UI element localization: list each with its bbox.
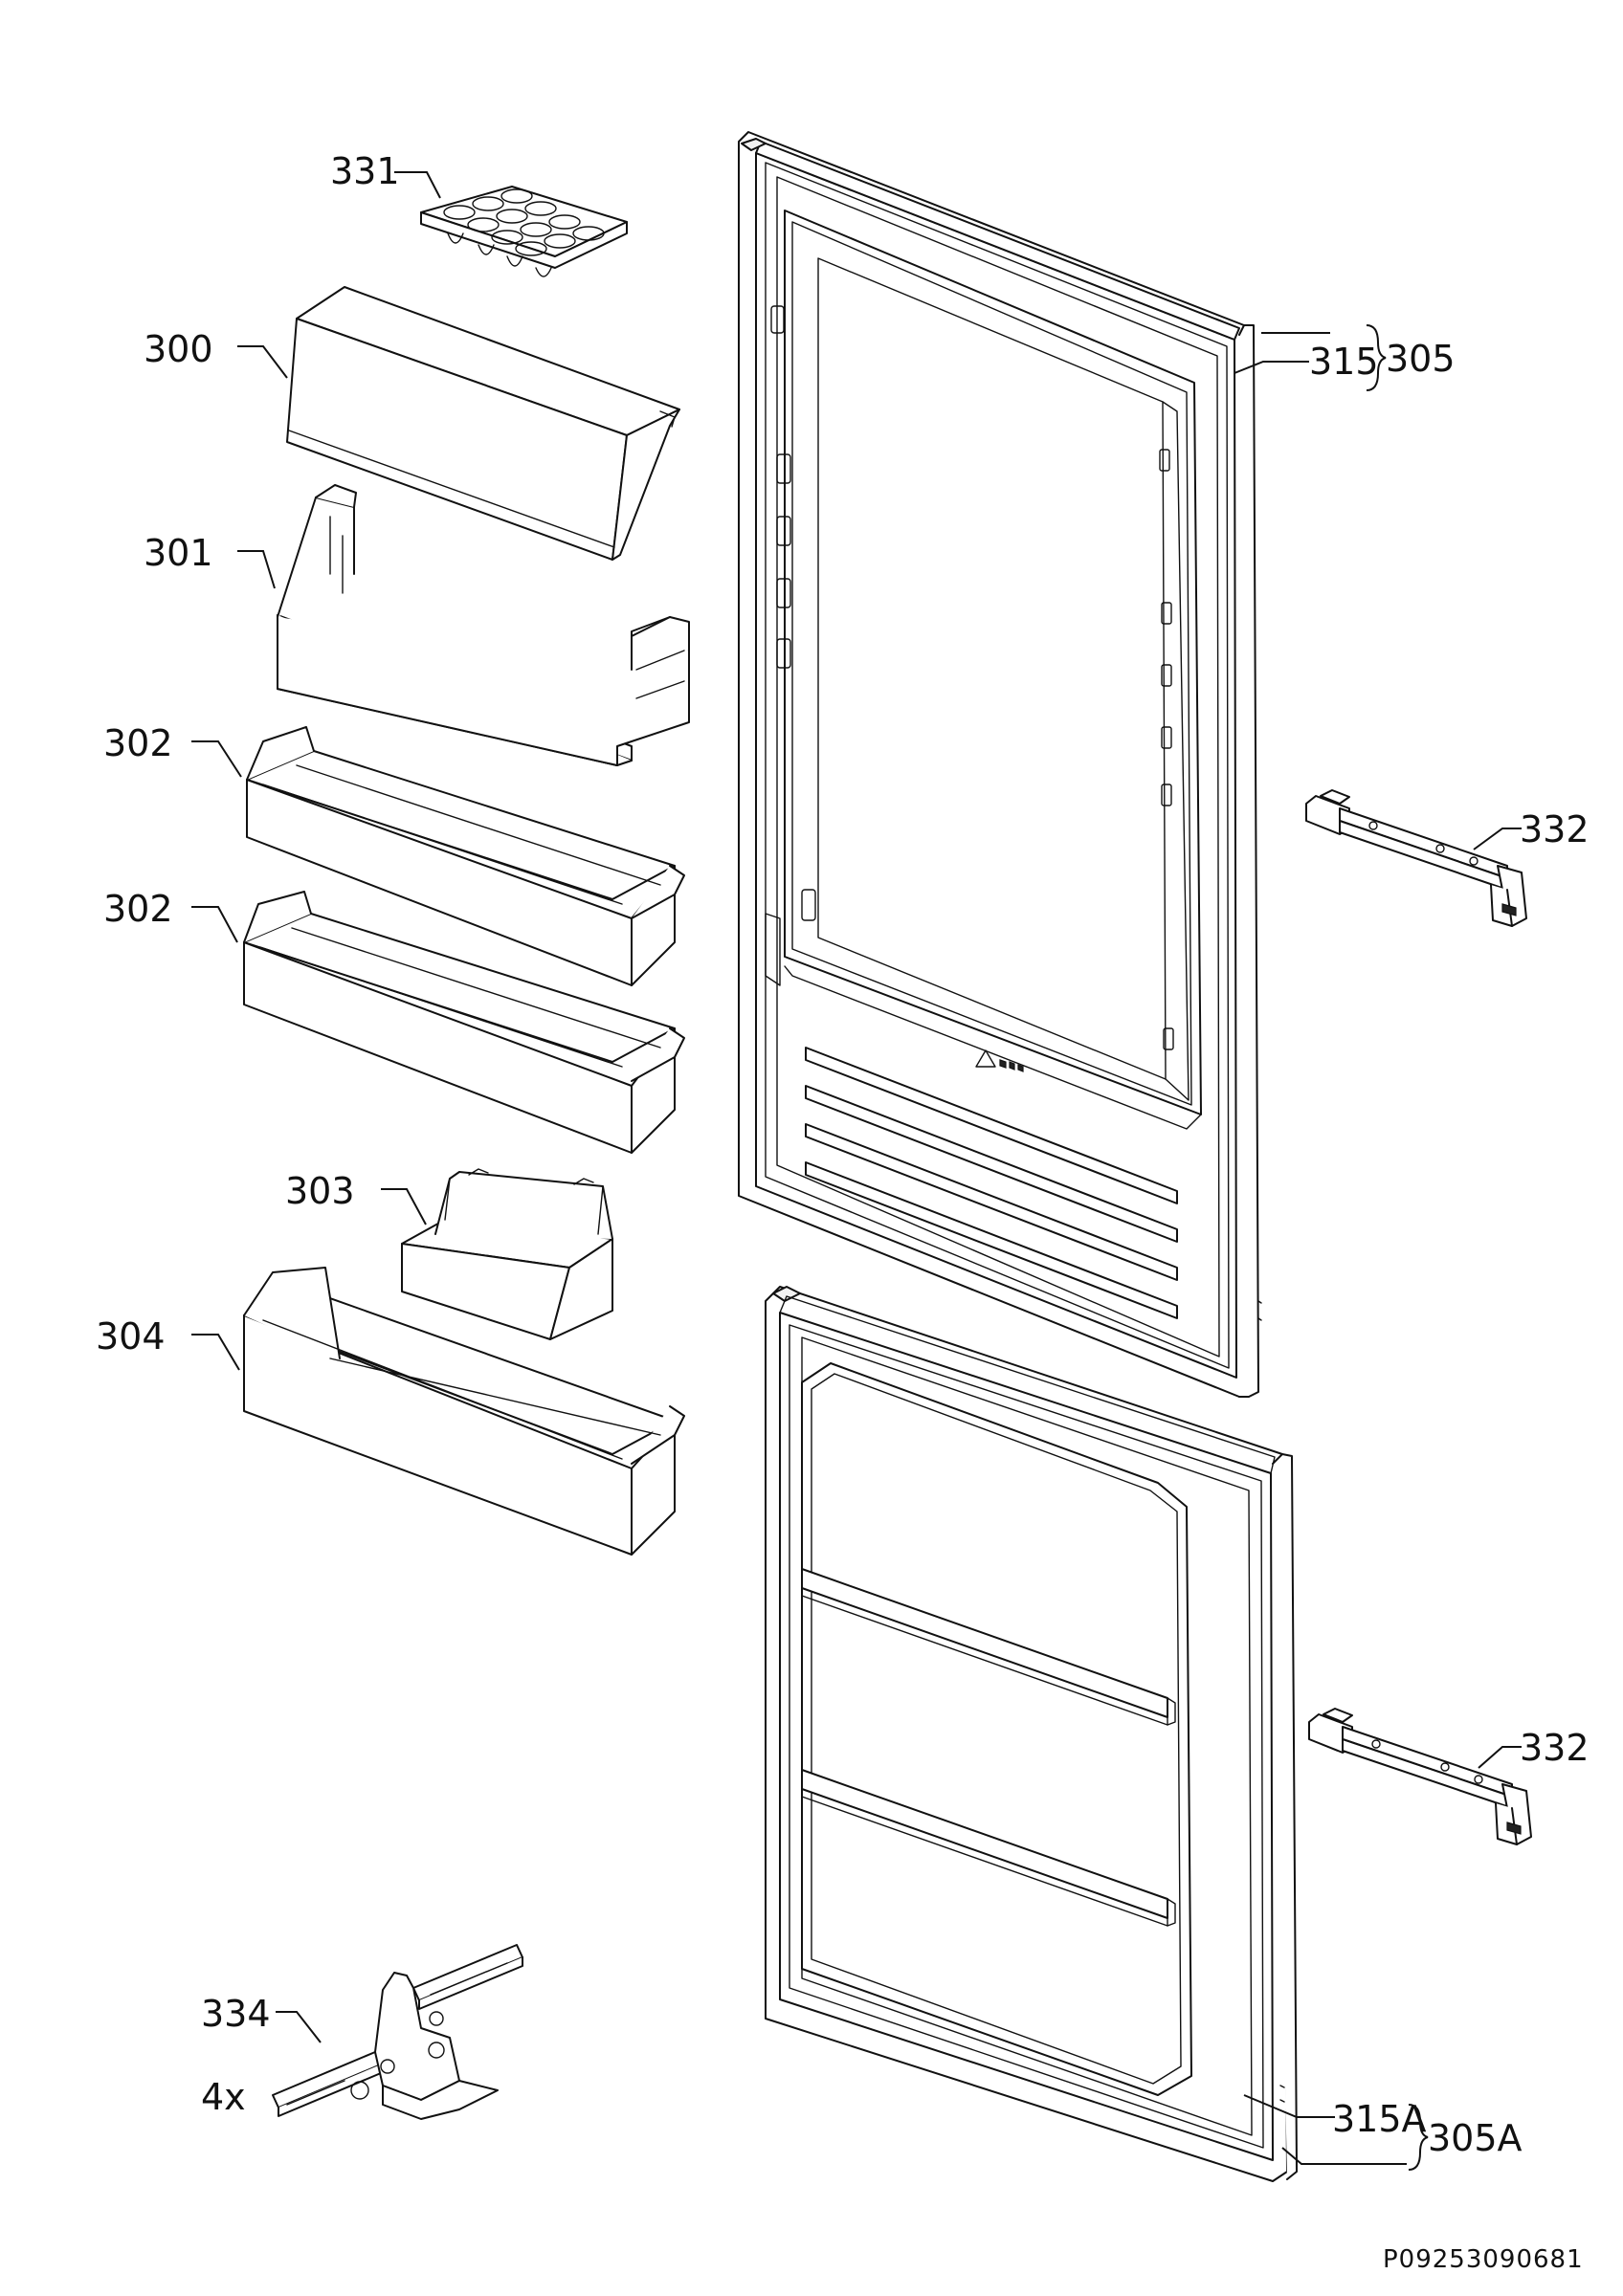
label-315: 315 [1309,341,1379,383]
label-332-upper: 332 [1520,808,1590,850]
label-305: 305 [1386,338,1456,380]
upper-door-305 [738,131,1262,1398]
hinge-332-upper [1305,789,1527,927]
door-shelf-301 [277,484,690,766]
drawing-code: P09253090681 [1383,2245,1584,2274]
hinge-332-lower [1308,1708,1532,1845]
bracket-334 [272,1944,523,2120]
label-305A: 305A [1428,2117,1523,2159]
door-shelf-302-upper [246,726,685,986]
label-301: 301 [144,532,213,574]
door-shelf-302-lower [243,891,685,1154]
label-302-lower: 302 [103,888,173,930]
label-303: 303 [285,1170,355,1212]
egg-tray-331 [420,186,628,277]
shelf-lid-300 [286,286,680,561]
label-302-upper: 302 [103,722,173,764]
label-300: 300 [144,328,213,370]
label-334: 334 [201,1993,271,2035]
lower-door-305A [765,1286,1298,2182]
label-331: 331 [330,150,400,192]
label-332-lower: 332 [1520,1727,1590,1769]
small-box-303 [401,1168,613,1340]
label-304: 304 [96,1315,166,1358]
door-shelf-304 [243,1267,685,1556]
label-334-quantity: 4x [201,2076,246,2118]
